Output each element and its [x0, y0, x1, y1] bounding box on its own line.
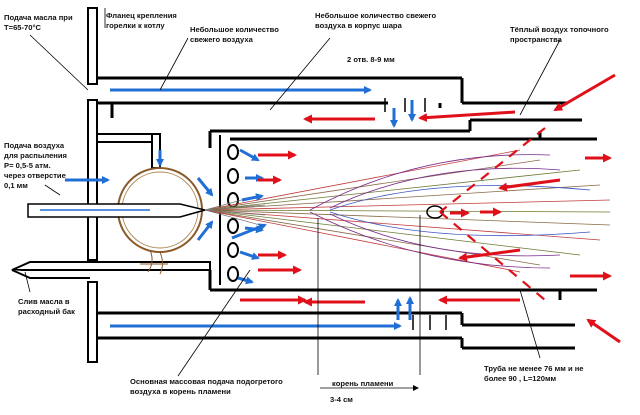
flame-boundary [439, 127, 546, 301]
oil-pipe [96, 133, 161, 169]
upper-valve [384, 98, 426, 112]
label-burner-flange: Фланец крепления горелки к котлу [106, 11, 179, 30]
leader-lines [24, 8, 561, 377]
burner-flange [87, 7, 98, 363]
oil-drips [140, 249, 168, 275]
air-flow-arrows [65, 86, 416, 330]
hot-air-arrows [240, 73, 621, 344]
lower-valve [412, 315, 447, 330]
flame-spray [204, 149, 611, 273]
burner-tube-bottom [97, 270, 597, 350]
oil-drain-pipe [11, 261, 211, 279]
label-flame-root: корень пламени [332, 379, 394, 388]
label-holes: 2 отв. 8-9 мм [347, 55, 395, 64]
label-warm-air: Тёплый воздух топочного пространства [510, 25, 611, 44]
flame-root-ring [426, 205, 444, 219]
label-main-air: Основная массовая подача подогретого воз… [130, 377, 285, 396]
label-flame-root-size: 3-4 см [330, 395, 353, 404]
upper-air-channel [97, 76, 568, 118]
label-oil-drain: Слив масла в расходный бак [18, 297, 75, 316]
label-small-fresh-air-ball: Небольшое количество свежего воздуха в к… [315, 11, 438, 30]
label-small-fresh-air: Небольшое количество свежего воздуха [190, 25, 281, 44]
label-atomizing-air: Подача воздуха для распыления Р= 0,5-5 а… [4, 141, 69, 190]
burner-tube-top [208, 118, 597, 148]
label-tube: Труба не менее 76 мм и не более 90 , L=1… [484, 364, 586, 383]
label-oil-supply: Подача масла при Т=65-70°С [4, 13, 75, 32]
